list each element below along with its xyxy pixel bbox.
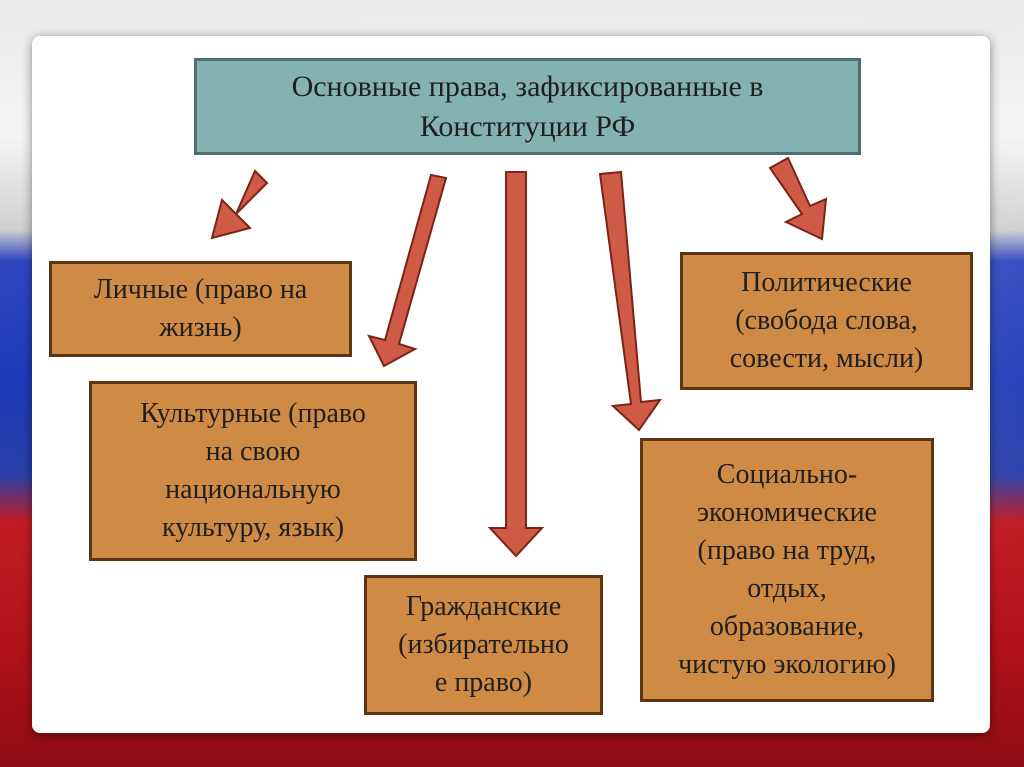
main-title-box: Основные права, зафиксированные в Консти…: [194, 58, 861, 155]
arrow-to-political: [768, 156, 828, 241]
category-personal: Личные (право на жизнь): [49, 261, 352, 357]
category-civil: Гражданские (избирательно е право): [364, 575, 603, 715]
main-title: Основные права, зафиксированные в Консти…: [291, 69, 764, 143]
category-social-economic-text: Социально- экономические (право на труд,…: [678, 459, 896, 680]
category-cultural-text: Культурные (право на свою национальную к…: [140, 398, 366, 543]
category-civil-text: Гражданские (избирательно е право): [398, 591, 569, 698]
category-political-text: Политические (свобода слова, совести, мы…: [729, 267, 924, 374]
category-cultural: Культурные (право на свою национальную к…: [89, 381, 417, 561]
category-personal-text: Личные (право на жизнь): [93, 274, 308, 343]
arrow-to-civil: [487, 171, 545, 558]
arrow-to-cultural: [367, 173, 448, 368]
arrow-to-personal: [210, 169, 269, 240]
category-political: Политические (свобода слова, совести, мы…: [680, 252, 973, 390]
arrow-to-social: [598, 170, 663, 432]
category-social-economic: Социально- экономические (право на труд,…: [640, 438, 934, 702]
